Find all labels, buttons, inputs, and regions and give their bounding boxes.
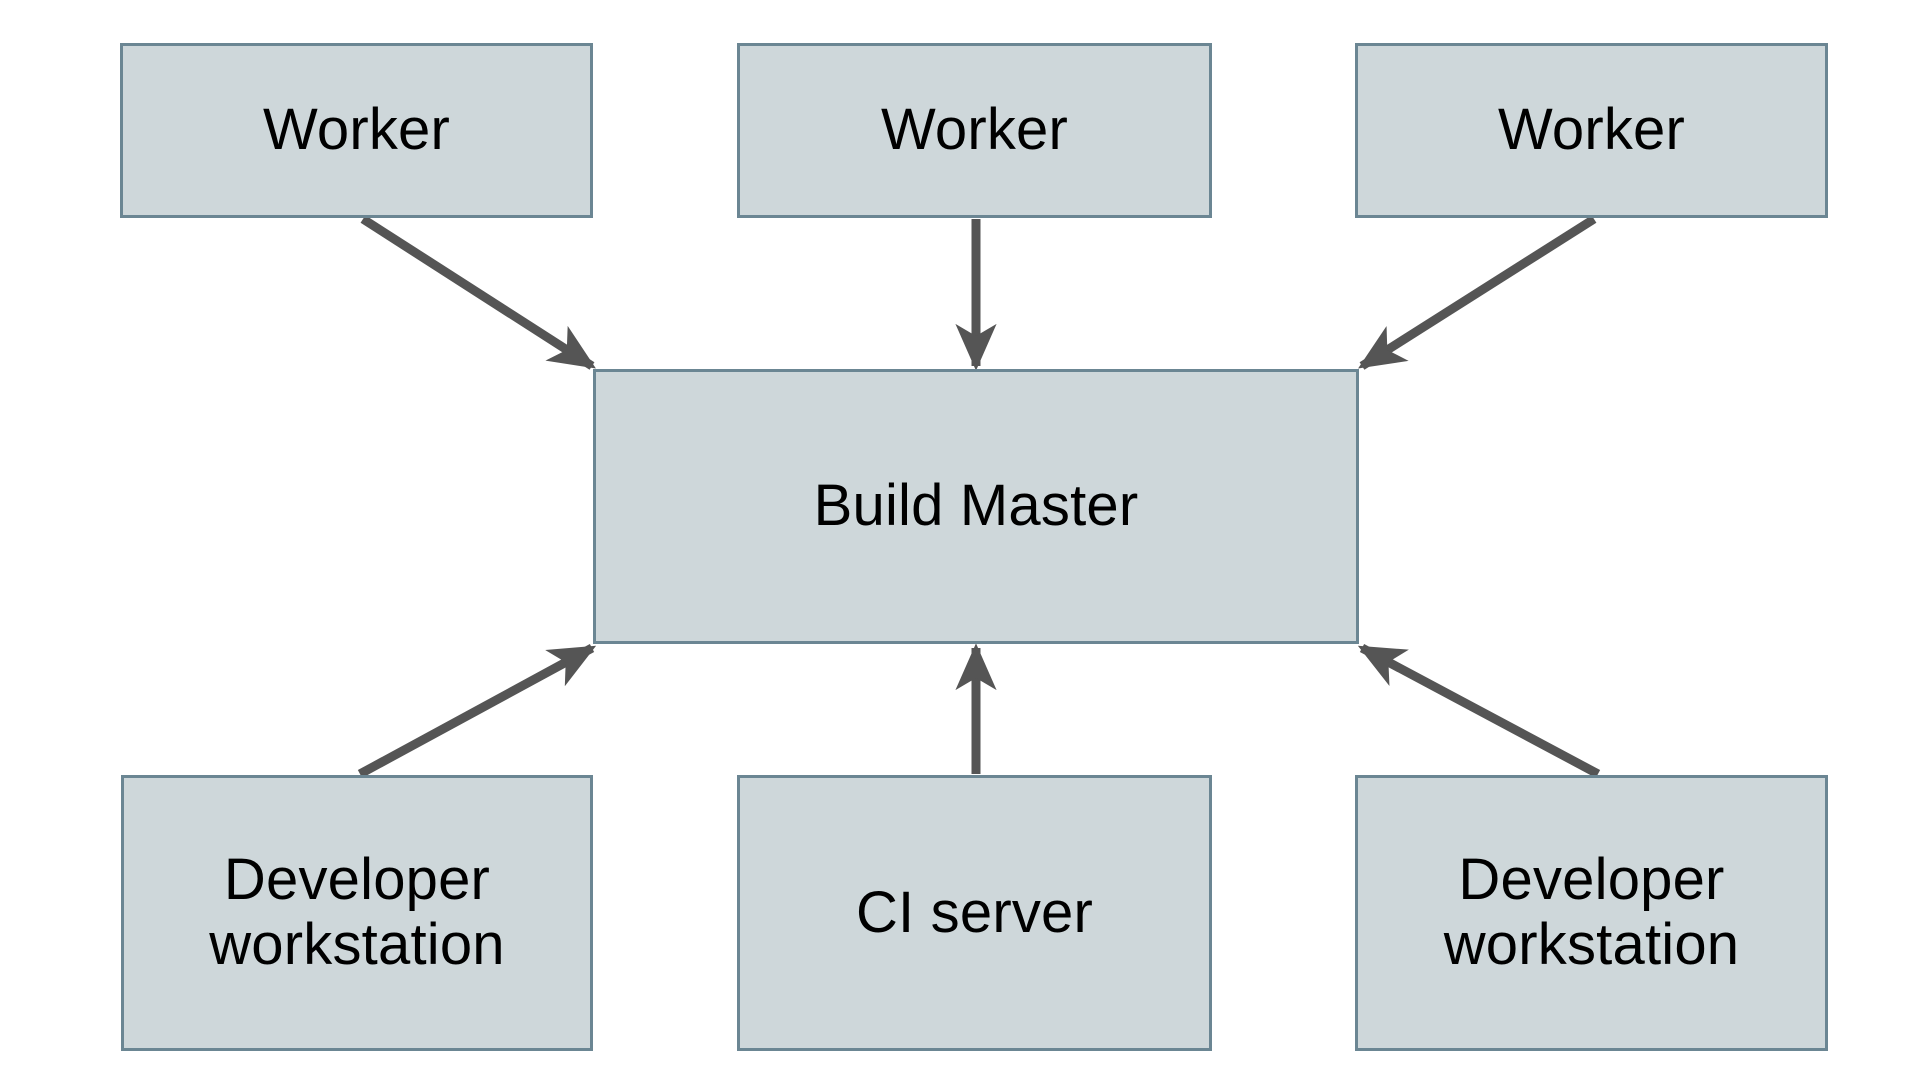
edge-worker-1-to-build-master [360, 215, 596, 370]
node-ci-server[interactable]: CI server [737, 775, 1212, 1051]
node-worker-3-label: Worker [1497, 97, 1686, 163]
edge-dev-workstation-right-to-build-master [1357, 644, 1601, 778]
edge-worker-3-to-build-master [1358, 215, 1597, 370]
edge-dev-workstation-left-to-build-master [357, 644, 597, 778]
node-build-master-label: Build Master [813, 473, 1139, 539]
node-developer-workstation-left[interactable]: Developer workstation [121, 775, 593, 1051]
node-worker-2[interactable]: Worker [737, 43, 1212, 218]
node-worker-1[interactable]: Worker [120, 43, 593, 218]
node-worker-1-label: Worker [262, 97, 451, 163]
node-developer-workstation-right-label: Developer workstation [1443, 847, 1740, 977]
node-worker-3[interactable]: Worker [1355, 43, 1828, 218]
node-ci-server-label: CI server [855, 879, 1094, 945]
node-developer-workstation-right[interactable]: Developer workstation [1355, 775, 1828, 1051]
node-developer-workstation-left-label: Developer workstation [209, 847, 505, 977]
node-worker-2-label: Worker [880, 97, 1069, 163]
node-build-master[interactable]: Build Master [593, 369, 1359, 644]
